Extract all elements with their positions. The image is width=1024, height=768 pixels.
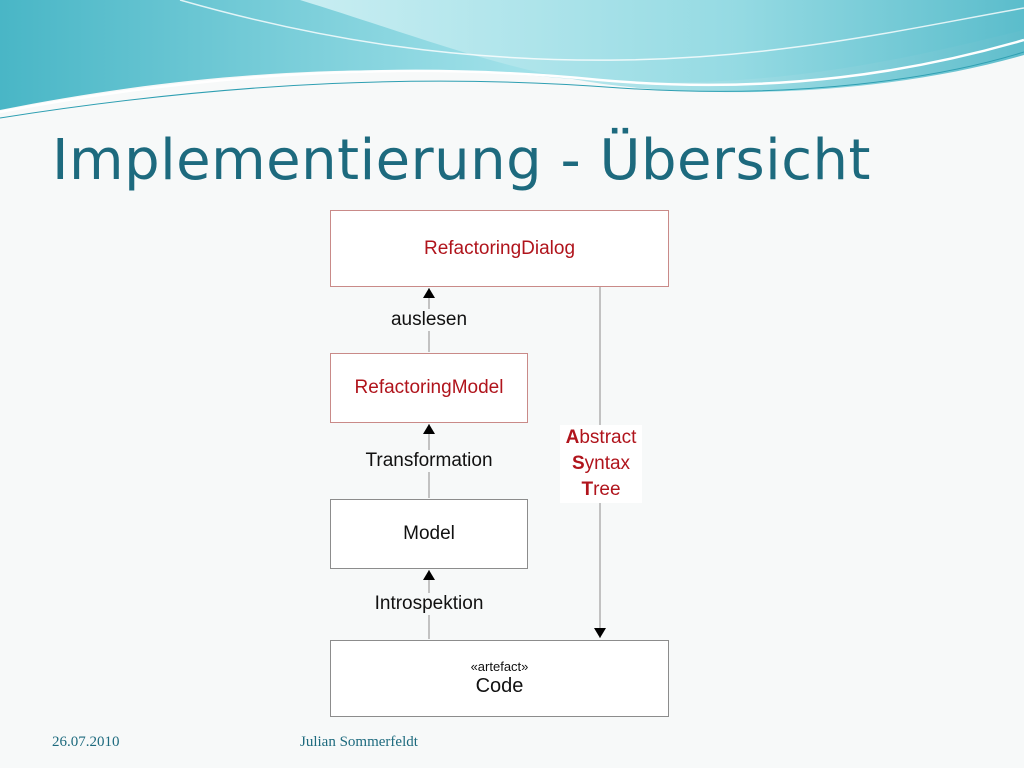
header-wave-decoration [0,0,1024,119]
abstract-syntax-tree-label: Abstract Syntax Tree [560,425,642,503]
ast-line-tree: Tree [560,477,642,503]
code-artefact-box: «artefact» Code [330,640,669,717]
ast-rest: ree [593,479,621,500]
refactoring-model-label: RefactoringModel [354,377,504,398]
ast-line-abstract: Abstract [560,425,642,451]
edge-label-auslesen: auslesen [388,309,470,331]
model-label: Model [403,523,455,544]
ast-rest: yntax [584,453,631,474]
footer-author: Julian Sommerfeldt [300,734,418,750]
refactoring-dialog-label: RefactoringDialog [423,237,576,259]
ast-initial: A [565,427,580,448]
ast-rest: bstract [579,427,637,448]
footer-date: 26.07.2010 [52,734,120,750]
edge-label-introspektion: Introspektion [372,593,486,615]
ast-initial: T [581,479,594,500]
refactoring-dialog-box: RefactoringDialog [330,210,669,287]
edge-label-transformation: Transformation [363,450,495,472]
code-label: Code [475,675,524,697]
artefact-stereotype: «artefact» [470,659,529,674]
refactoring-model-box: RefactoringModel [330,353,528,423]
model-box: Model [330,499,528,569]
ast-line-syntax: Syntax [560,451,642,477]
ast-initial: S [571,453,585,474]
slide-title: Implementierung - Übersicht [52,128,871,193]
